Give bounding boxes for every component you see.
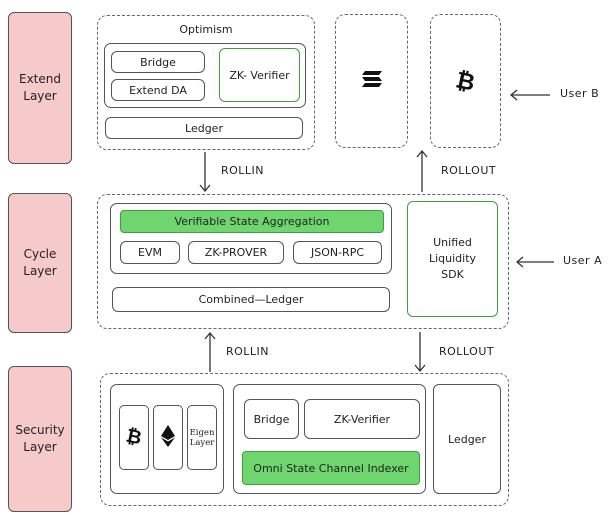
optimism-ledger-box: Ledger (105, 117, 303, 139)
optimism-title: Optimism (179, 23, 233, 36)
security-bridge-box: Bridge (244, 399, 299, 439)
rollin-bottom-label: ROLLIN (226, 345, 270, 358)
rollout-top-arrow (416, 149, 428, 192)
user-a-label: User A (563, 254, 603, 267)
rollout-bottom-label: ROLLOUT (439, 345, 495, 358)
security-ledger-box: Ledger (433, 384, 501, 494)
cycle-layer-label: Cycle Layer (8, 193, 72, 333)
bitcoin-asset-box: ₿ (119, 405, 149, 470)
security-assets-group (110, 384, 224, 494)
extend-layer-label: Extend Layer (8, 12, 72, 164)
eigenlayer-logo-line2: Layer (189, 437, 215, 448)
eigenlayer-asset-box: Eigen Layer (187, 405, 217, 470)
rollin-top-label: ROLLIN (221, 164, 265, 177)
security-layer-label: Security Layer (8, 366, 72, 512)
cycle-inner-group (110, 203, 392, 274)
solana-block (335, 14, 408, 148)
user-a-arrow (515, 256, 554, 268)
user-b-arrow (509, 89, 550, 101)
optimism-block (97, 15, 315, 150)
unified-liquidity-sdk-box: Unified Liquidity SDK (407, 201, 498, 317)
security-layer-block (100, 373, 509, 506)
cycle-layer-block (97, 194, 509, 329)
bridge-box: Bridge (111, 51, 205, 73)
combined-ledger-box: Combined—Ledger (112, 287, 390, 312)
eigenlayer-logo-line1: Eigen (189, 427, 215, 438)
bitcoin-icon: ₿ (453, 66, 478, 97)
security-core-group (233, 384, 426, 494)
security-zk-verifier-box: ZK-Verifier (304, 399, 420, 439)
solana-icon (361, 70, 383, 92)
evm-box: EVM (120, 241, 180, 264)
zk-verifier-box: ZK- Verifier (219, 48, 300, 102)
optimism-inner-group (104, 43, 306, 108)
ethereum-icon (161, 424, 175, 451)
extend-da-box: Extend DA (111, 79, 205, 101)
ethereum-asset-box (153, 405, 183, 470)
json-rpc-box: JSON-RPC (293, 241, 382, 264)
rollin-bottom-arrow (204, 331, 216, 372)
user-b-label: User B (560, 87, 600, 100)
rollout-top-label: ROLLOUT (441, 164, 497, 177)
zk-prover-box: ZK-PROVER (188, 241, 284, 264)
verifiable-state-aggregation-box: Verifiable State Aggregation (120, 210, 384, 233)
omni-state-channel-indexer-box: Omni State Channel Indexer (242, 451, 420, 485)
bitcoin-block: ₿ (430, 14, 501, 148)
bitcoin-icon: ₿ (124, 424, 144, 450)
rollout-bottom-arrow (414, 332, 426, 373)
rollin-top-arrow (199, 152, 211, 193)
